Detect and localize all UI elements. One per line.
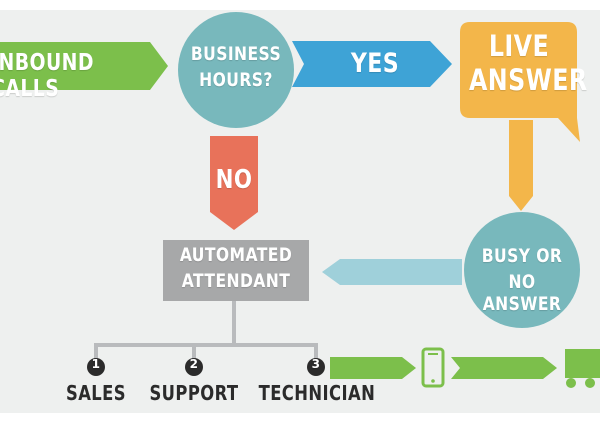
option-label-support: SUPPORT — [149, 381, 239, 405]
no-arrow — [210, 136, 258, 230]
bottom-border — [0, 413, 600, 423]
inbound-calls-label: INBOUND CALLS — [0, 50, 94, 103]
smartphone-icon — [421, 347, 445, 388]
no-label: NO — [215, 165, 253, 195]
option-number-circle-2 — [185, 358, 203, 376]
busy-to-attendant-arrow — [322, 259, 462, 285]
business-hours-line2: HOURS? — [199, 69, 273, 91]
option-number-circle-1 — [87, 358, 105, 376]
option-number-1: 1 — [91, 357, 101, 371]
business-hours-circle — [178, 12, 294, 128]
automated-attendant-line1: AUTOMATED — [179, 244, 293, 266]
option-label-sales: SALES — [65, 381, 127, 405]
busy-or-line2: NO ANSWER — [482, 271, 562, 315]
option-number-2: 2 — [189, 357, 199, 371]
live-answer-line1: LIVE — [488, 29, 550, 63]
option-number-3: 3 — [311, 357, 321, 371]
busy-or-line1: BUSY OR — [481, 245, 563, 267]
truck-icon — [565, 349, 600, 388]
option-number-circle-3 — [307, 358, 325, 376]
technician-to-phone-arrow — [330, 357, 416, 379]
option-connector-lines — [94, 301, 318, 360]
option-label-technician: TECHNICIAN — [258, 381, 376, 405]
live-answer-line2: ANSWER — [468, 63, 588, 97]
yes-label: YES — [350, 48, 400, 79]
live-to-busy-arrow — [509, 120, 533, 211]
yes-arrow — [292, 41, 452, 87]
busy-no-answer-circle — [464, 212, 580, 328]
inbound-calls-arrow — [0, 42, 168, 90]
top-border — [0, 0, 600, 10]
automated-attendant-box — [163, 240, 309, 301]
automated-attendant-line2: ATTENDANT — [181, 270, 291, 292]
phone-to-truck-arrow — [451, 357, 557, 379]
business-hours-line1: BUSINESS — [190, 43, 282, 65]
live-answer-bubble — [460, 22, 580, 142]
